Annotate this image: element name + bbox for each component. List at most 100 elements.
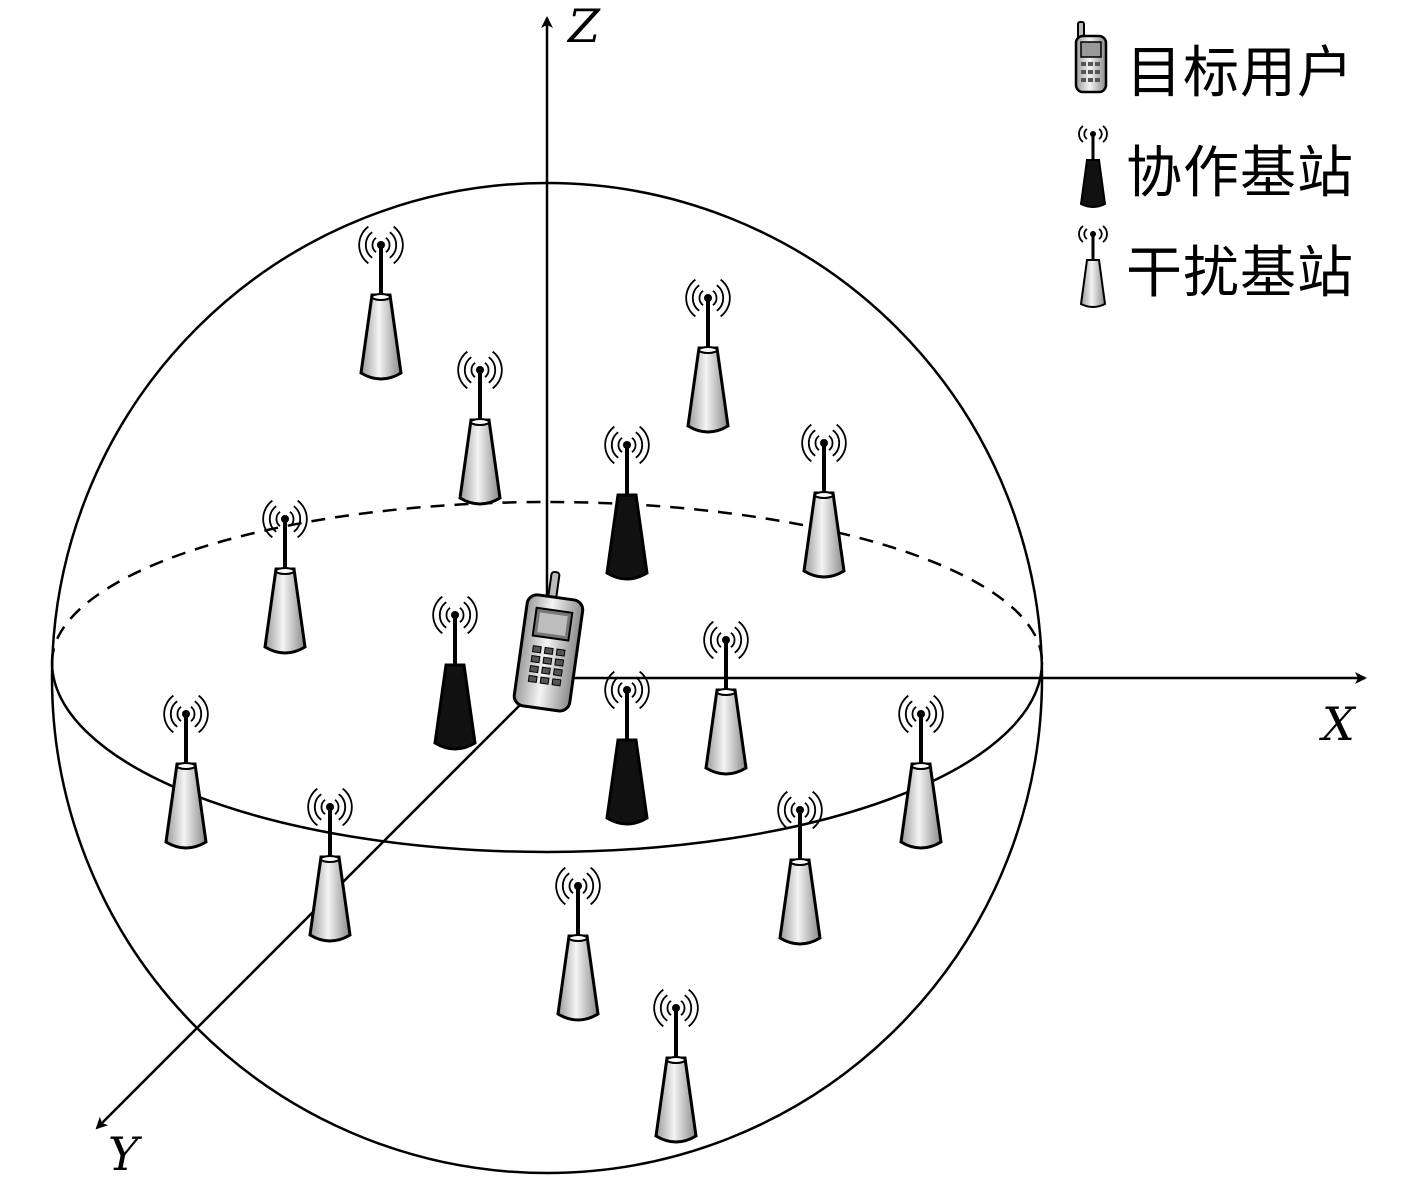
legend-label-cooperative-bs: 协作基站 [1126, 141, 1354, 206]
tower-body [899, 762, 943, 850]
radio-wave [680, 1000, 686, 1016]
tower-top [716, 688, 736, 696]
interfering-base-station-icon [898, 694, 944, 850]
interfering-base-station-icon [555, 866, 601, 1022]
interfering-base-station-icon [262, 499, 308, 655]
interfering-base-station-icon [685, 278, 731, 434]
tower-top [275, 567, 295, 575]
radio-wave [808, 796, 817, 824]
radio-wave [904, 700, 913, 728]
radio-wave [720, 278, 731, 318]
radio-wave [703, 620, 714, 660]
radio-wave [617, 682, 623, 698]
radio-wave [320, 799, 326, 815]
radio-wave [338, 793, 347, 821]
tower-top [470, 418, 490, 426]
radio-wave [463, 601, 472, 629]
tower-top [814, 491, 834, 499]
radio-wave [334, 799, 340, 815]
radio-wave [933, 694, 944, 734]
tower-body [704, 688, 748, 776]
radio-wave [828, 435, 834, 451]
radio-wave [590, 866, 601, 906]
radio-wave [610, 676, 619, 704]
radio-wave [484, 362, 490, 378]
radio-wave [492, 350, 503, 390]
tower-body [263, 567, 307, 655]
radio-wave [555, 866, 566, 906]
interfering-base-station-icon [703, 620, 749, 776]
legend-label-interfering-bs: 干扰基站 [1126, 241, 1354, 306]
radio-wave [470, 362, 476, 378]
radio-wave [342, 787, 353, 827]
interfering-base-station-icon [163, 694, 209, 850]
radio-wave [604, 670, 615, 710]
radio-wave [459, 607, 465, 623]
radio-wave [457, 350, 468, 390]
radio-wave [313, 793, 322, 821]
radio-wave [639, 670, 650, 710]
radio-wave [709, 626, 718, 654]
tower-body [654, 1056, 698, 1144]
radio-wave [801, 423, 812, 463]
tower-body [605, 738, 649, 826]
interfering-base-station-icon [653, 988, 699, 1144]
interfering-base-station-icon [307, 787, 353, 943]
radio-wave [194, 700, 203, 728]
radio-wave [685, 278, 696, 318]
radio-wave [783, 796, 792, 824]
radio-wave [268, 505, 277, 533]
legend: 目标用户 协作基站 干扰基站 [1068, 20, 1408, 320]
base-stations [163, 225, 944, 1144]
radio-wave [389, 231, 398, 259]
radio-wave [176, 706, 182, 722]
radio-wave [467, 595, 478, 635]
radio-wave [730, 632, 736, 648]
mobile-phone-icon [1074, 21, 1108, 94]
legend-label-target-user: 目标用户 [1126, 41, 1354, 106]
radio-wave [385, 237, 391, 253]
radio-wave [561, 872, 570, 900]
legend-item-cooperative-bs: 协作基站 [1068, 120, 1408, 220]
equator-front [50, 661, 1044, 854]
cooperative-base-station-icon [604, 425, 650, 581]
z-axis-label: Z [566, 0, 601, 53]
radio-wave [445, 607, 451, 623]
radio-wave [393, 225, 404, 265]
radio-wave [568, 878, 574, 894]
radio-wave [653, 988, 664, 1028]
cooperative-base-station-icon [604, 670, 650, 826]
radio-wave [734, 626, 743, 654]
radio-wave [488, 356, 497, 384]
radio-wave [163, 694, 174, 734]
tower-top [568, 934, 588, 942]
radio-wave [635, 431, 644, 459]
tower-top [790, 858, 810, 866]
radio-wave [586, 872, 595, 900]
radio-wave [738, 620, 749, 660]
interfering-base-station-icon [358, 225, 404, 381]
radio-wave [925, 706, 931, 722]
radio-wave [911, 706, 917, 722]
radio-wave [297, 499, 308, 539]
radio-wave [631, 437, 637, 453]
radio-wave [807, 429, 816, 457]
legend-item-target-user: 目标用户 [1068, 20, 1408, 120]
interfering-base-station-icon [1078, 225, 1108, 308]
radio-wave [698, 290, 704, 306]
radio-wave [832, 429, 841, 457]
radio-wave [777, 790, 788, 830]
tower-top [320, 855, 340, 863]
radio-wave [610, 431, 619, 459]
radio-wave [358, 225, 369, 265]
tower-body [802, 491, 846, 579]
radio-wave [684, 994, 693, 1022]
x-axis-label: X [1319, 697, 1357, 751]
radio-wave [438, 601, 447, 629]
radio-wave [812, 790, 823, 830]
radio-wave [712, 290, 718, 306]
radio-wave [639, 425, 650, 465]
interfering-base-station-icon [801, 423, 847, 579]
radio-wave [929, 700, 938, 728]
radio-wave [463, 356, 472, 384]
